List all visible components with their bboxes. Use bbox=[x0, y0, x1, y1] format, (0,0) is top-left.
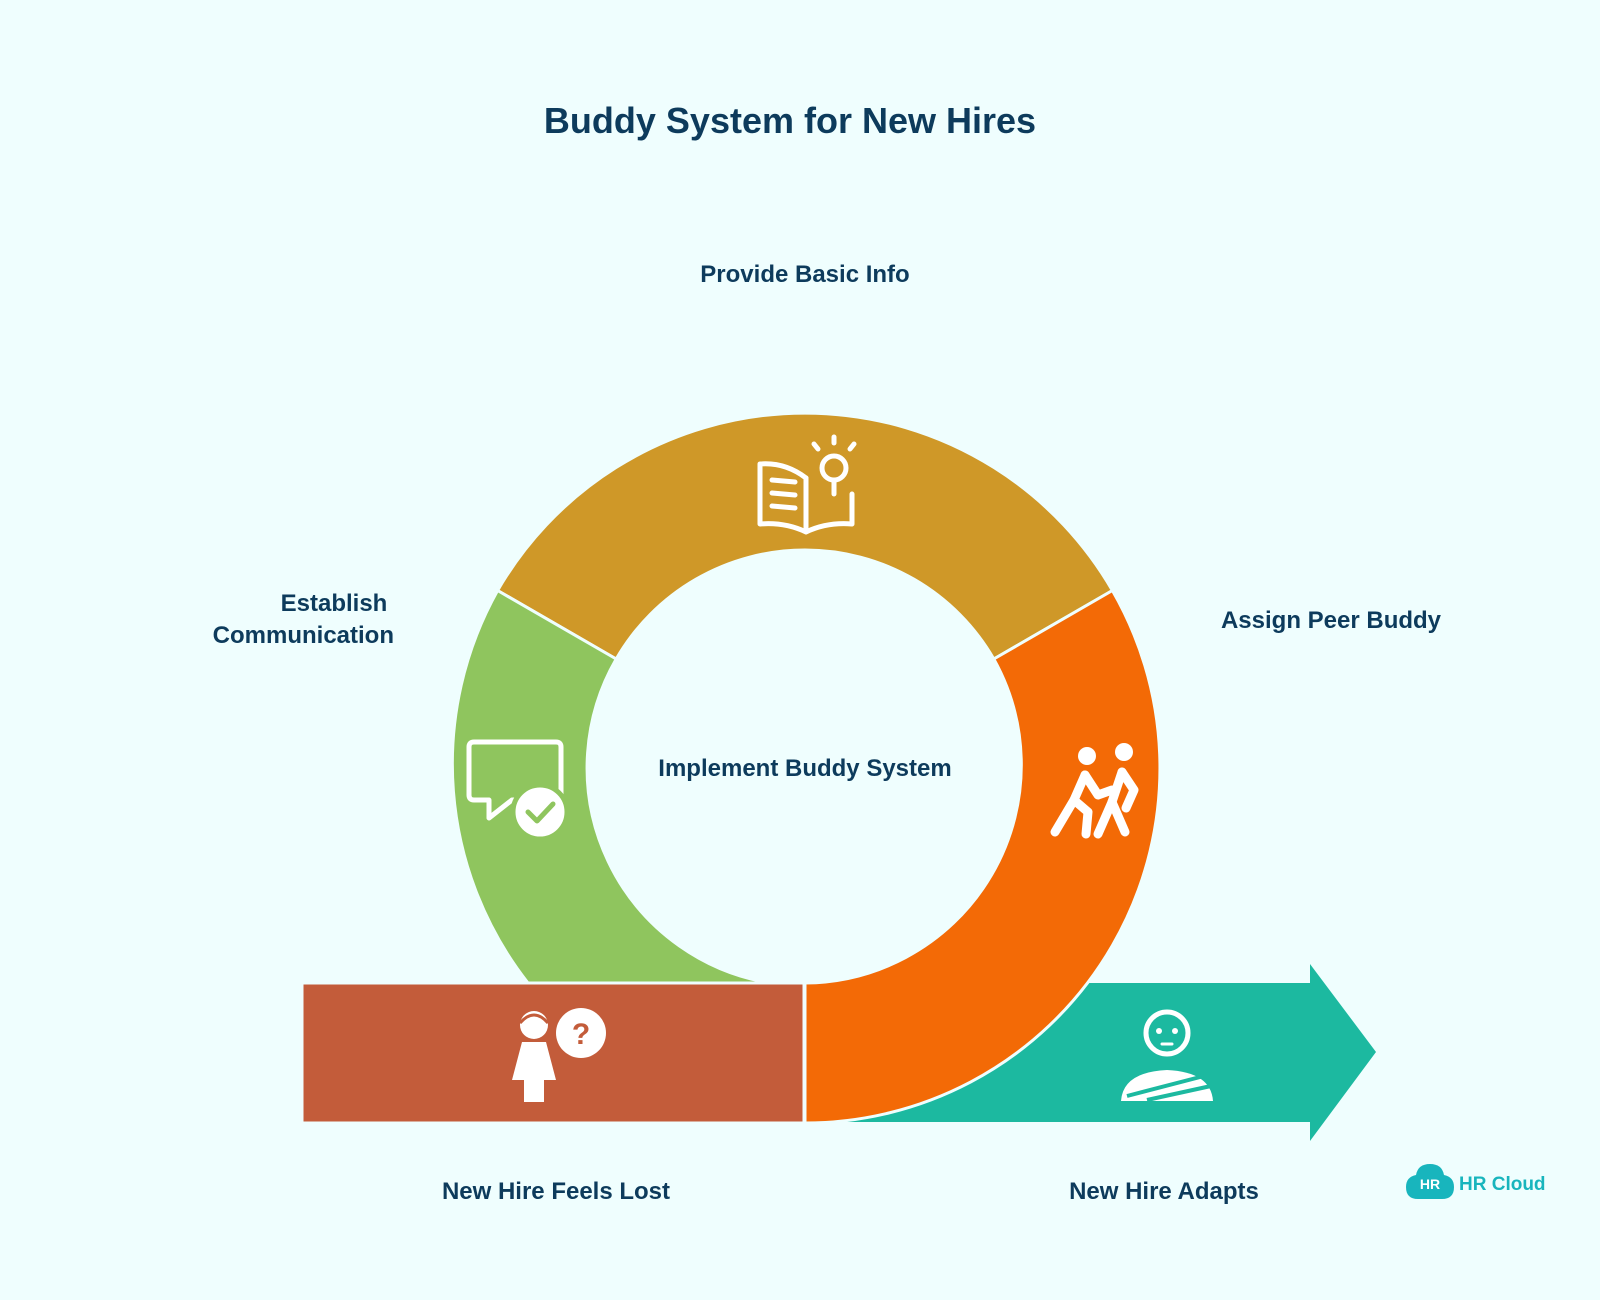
hr-cloud-logo: HR HR Cloud bbox=[1406, 1164, 1546, 1199]
assign-peer-buddy-segment bbox=[803, 588, 1162, 1125]
two-people-icon bbox=[1050, 743, 1139, 839]
svg-text:?: ? bbox=[572, 1018, 590, 1051]
provide-basic-info-segment bbox=[495, 411, 1115, 662]
label-provide-basic-info: Provide Basic Info bbox=[700, 261, 909, 288]
diagram-title: Buddy System for New Hires bbox=[544, 100, 1036, 141]
label-establish-communication: Establish Communication bbox=[213, 590, 394, 649]
new-hire-feels-lost-bar bbox=[300, 981, 806, 1125]
label-assign-peer-buddy: Assign Peer Buddy bbox=[1221, 607, 1442, 634]
label-new-hire-adapts: New Hire Adapts bbox=[1069, 1178, 1259, 1205]
label-establish-line-2: Communication bbox=[213, 622, 394, 649]
person-badge-icon bbox=[1121, 1009, 1213, 1102]
logo-badge-text: HR bbox=[1420, 1176, 1440, 1192]
label-new-hire-feels-lost: New Hire Feels Lost bbox=[442, 1178, 670, 1205]
chat-check-icon bbox=[466, 739, 570, 842]
confused-person-icon: ? bbox=[512, 1008, 606, 1102]
logo-text: HR Cloud bbox=[1459, 1174, 1546, 1195]
center-label: Implement Buddy System bbox=[658, 755, 951, 782]
establish-communication-segment bbox=[450, 588, 771, 985]
label-establish-line-1: Establish bbox=[281, 590, 388, 617]
book-lightbulb-icon bbox=[757, 434, 857, 535]
cloud-icon bbox=[1406, 1164, 1454, 1199]
